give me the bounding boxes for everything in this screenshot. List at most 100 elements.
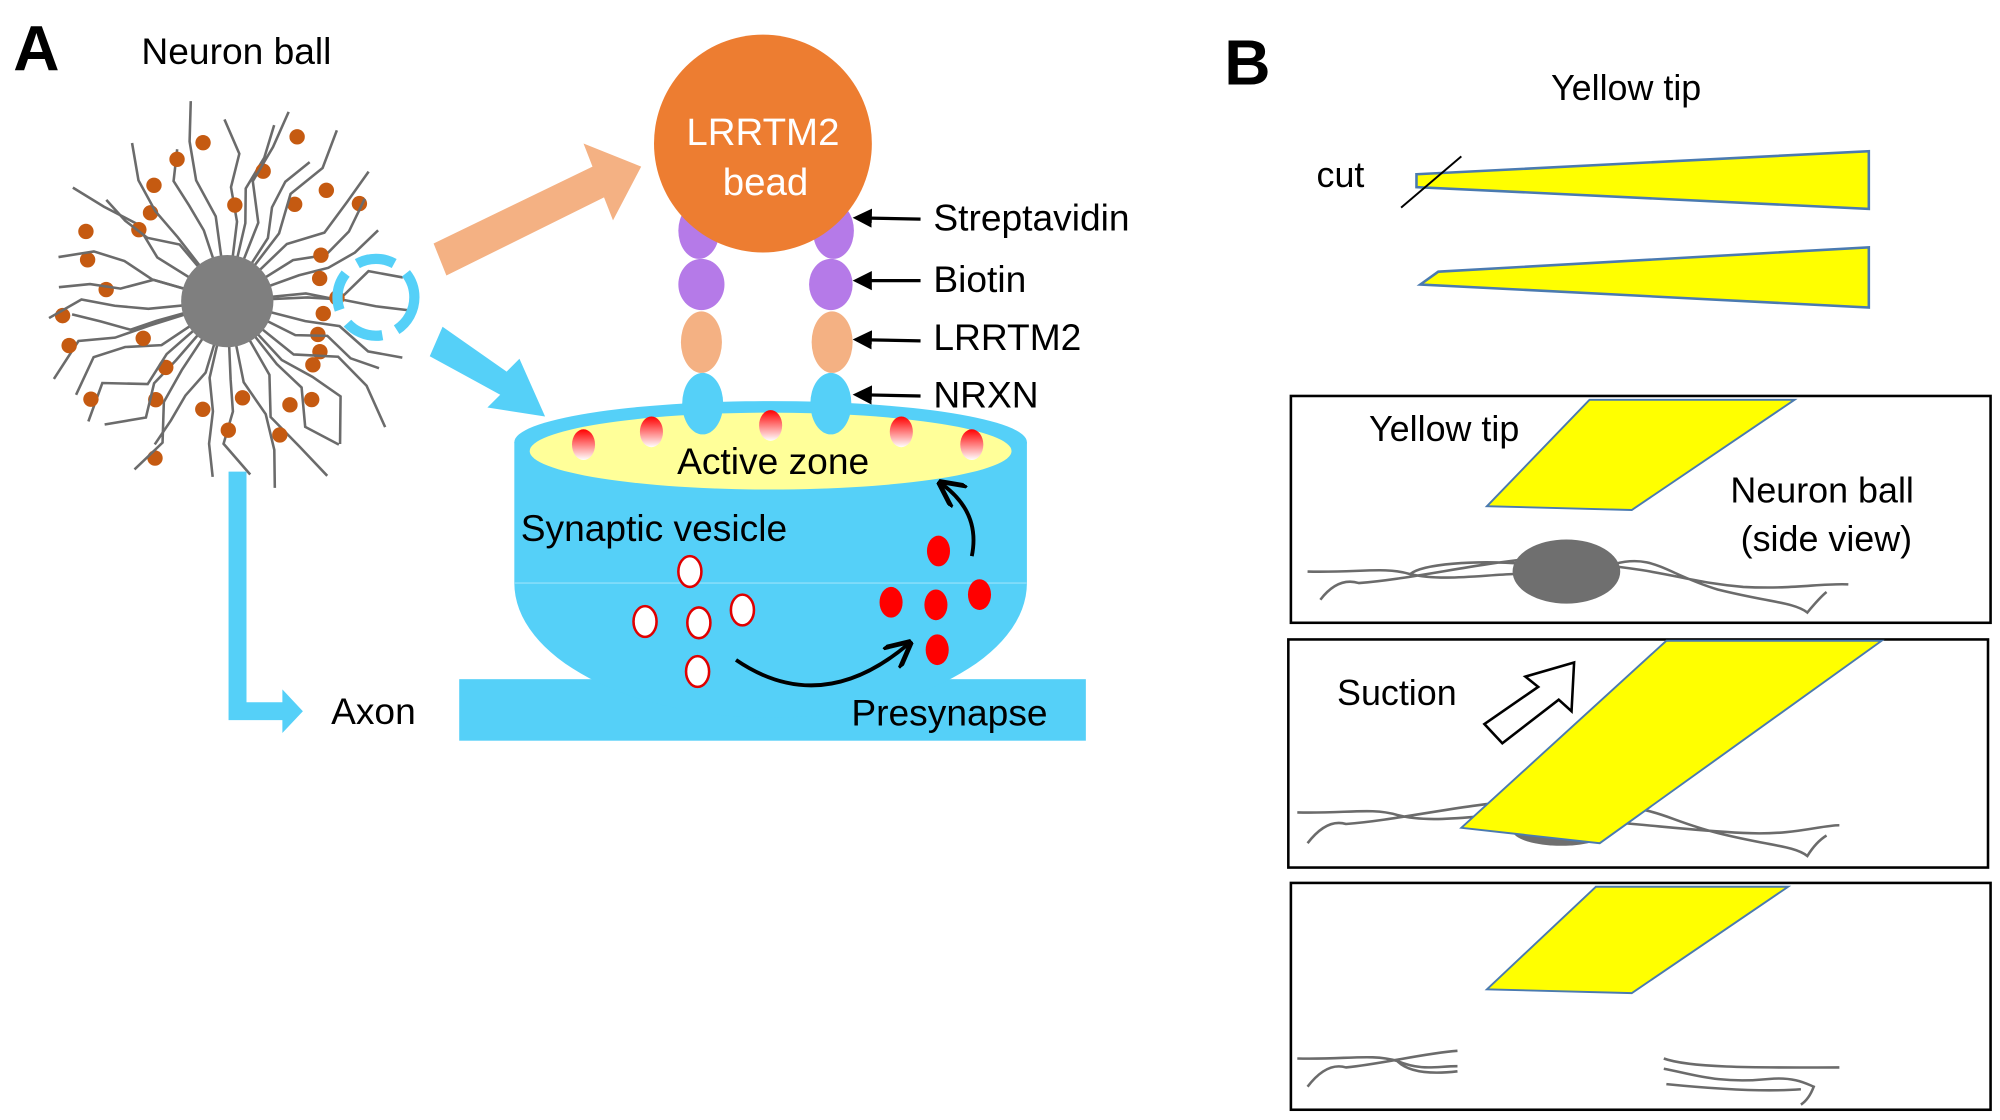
step-3-box	[1289, 881, 1992, 1112]
lrrtm2-bead	[654, 34, 872, 253]
panel-a: A Neuron ball Axon Active zone Synaptic …	[13, 12, 1130, 741]
biotin-left	[678, 258, 725, 311]
lrrtm2-bead-dot	[304, 391, 320, 408]
filled-vesicles	[879, 535, 992, 666]
step1-tip-label: Yellow tip	[1369, 409, 1519, 449]
label-nrxn: NRXN	[933, 374, 1038, 416]
dendrite	[133, 300, 229, 471]
lrrtm2-bead-dot	[311, 270, 328, 287]
layer-labels: Streptavidin Biotin LRRTM2 NRXN	[852, 197, 1130, 416]
neuron-ball-side	[1512, 539, 1621, 604]
label-streptavidin: Streptavidin	[933, 197, 1129, 239]
step1-ball-label-1: Neuron ball	[1730, 470, 1913, 510]
lrrtm2-bead-dot	[98, 281, 114, 298]
panel-a-letter: A	[13, 12, 59, 84]
lrrtm2-bead-dot	[83, 391, 99, 407]
lrrtm2-bead-dot	[78, 223, 94, 240]
lrrtm2-bead-dot	[315, 305, 331, 322]
docking-arrow	[942, 484, 976, 557]
panel-b: B Yellow tip cut Yellow tip Neuron ball …	[1224, 27, 1992, 1112]
lrrtm2-bead-dot	[313, 247, 329, 263]
lrrtm2-bead-dot	[79, 252, 96, 268]
yellow-tip-above	[1484, 398, 1798, 511]
lrrtm2-bead-dot	[282, 397, 298, 413]
neuron-ball-top-view	[48, 101, 410, 488]
dendrite	[48, 298, 228, 320]
dendrite	[222, 301, 252, 476]
arrow-to-bead	[433, 143, 642, 276]
label-lrrtm2: LRRTM2	[933, 316, 1081, 358]
yellow-tip-cut	[1416, 245, 1871, 309]
dendrite	[226, 300, 387, 428]
dendrite	[188, 101, 229, 302]
suction-arrow-icon	[1482, 660, 1576, 745]
dendrite	[226, 229, 379, 303]
cut-label: cut	[1317, 155, 1365, 195]
bead-label-line2: bead	[723, 161, 809, 204]
neuron-ball-label: Neuron ball	[141, 30, 331, 72]
bead-label-line1: LRRTM2	[686, 111, 839, 154]
step-1-box: Yellow tip Neuron ball (side view)	[1289, 394, 1992, 625]
active-zone-release-sites	[571, 410, 984, 461]
lrrtm2-left	[680, 311, 722, 373]
lrrtm2-bead-dot	[220, 422, 236, 438]
dendrite	[226, 299, 380, 370]
dendrite	[226, 300, 277, 488]
dendrite	[172, 149, 229, 302]
yellow-tip-contact	[1459, 639, 1885, 845]
dashed-highlight-circle	[332, 253, 420, 341]
arrow-to-presynapse	[429, 326, 546, 417]
lrrtm2-bead-dot	[305, 357, 321, 373]
dendrite	[52, 299, 228, 380]
lrrtm2-bead-dot	[135, 330, 151, 346]
dendrite	[74, 300, 228, 396]
empty-vesicles	[632, 554, 756, 689]
dendrite	[153, 300, 229, 446]
active-zone-label: Active zone	[677, 440, 869, 482]
lrrtm2-right	[811, 311, 853, 373]
presynapse-label: Presynapse	[851, 691, 1047, 733]
dendrite	[104, 300, 229, 426]
dendrite	[226, 111, 290, 302]
lrrtm2-bead-dot	[289, 129, 305, 145]
dendrite	[226, 300, 342, 445]
dendrite	[226, 300, 340, 446]
dendrite	[226, 129, 339, 302]
lrrtm2-bead-dot	[195, 134, 211, 151]
yellow-tip-uncut	[1415, 149, 1871, 211]
label-biotin: Biotin	[933, 258, 1026, 300]
filling-arrow	[734, 645, 908, 688]
dendrite	[226, 124, 276, 302]
dendrite	[207, 300, 229, 477]
neuron-soma	[181, 255, 274, 348]
dendrite	[58, 250, 228, 303]
dendrite	[226, 299, 403, 359]
lrrtm2-bead-dot	[272, 427, 288, 443]
dendrite	[71, 299, 228, 332]
lrrtm2-bead-dot	[195, 401, 211, 417]
step-2-box: Suction	[1287, 638, 1990, 869]
dendrite	[223, 118, 241, 302]
dendrite	[226, 161, 311, 302]
lrrtm2-bead-dot	[234, 390, 251, 406]
lrrtm2-bead-dot	[227, 197, 243, 213]
lrrtm2-bead-dot	[147, 450, 163, 466]
nrxn-right	[810, 372, 852, 435]
synaptic-vesicle-label: Synaptic vesicle	[521, 507, 787, 549]
lrrtm2-bead-dot	[318, 182, 335, 198]
lrrtm2-bead-dot	[61, 337, 77, 354]
axon-label: Axon	[331, 690, 416, 732]
suction-label: Suction	[1337, 673, 1457, 713]
dendrite	[105, 199, 229, 302]
cut-line	[1400, 155, 1462, 209]
nrxn-left	[682, 372, 724, 435]
lrrtm2-bead-dot	[255, 163, 271, 179]
lrrtm2-bead-dot	[169, 151, 185, 167]
lrrtm2-bead-dot	[146, 177, 162, 193]
dendrite	[226, 300, 329, 477]
panel-b-letter: B	[1224, 27, 1270, 99]
biotin-right	[809, 258, 853, 311]
yellow-tip-title: Yellow tip	[1551, 68, 1701, 108]
arrow-to-axon	[228, 471, 303, 733]
